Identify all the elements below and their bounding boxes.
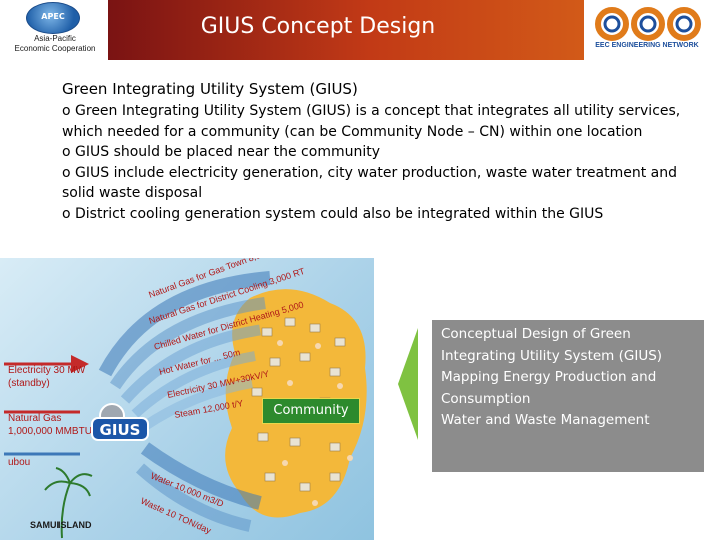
energy-flow-arcs	[98, 271, 271, 532]
apec-logo-text: APEC	[41, 12, 65, 21]
samui-island-logo: SAMUI ISLAND	[30, 467, 93, 539]
bullet-item: o District cooling generation system cou…	[62, 205, 604, 222]
apec-caption-line2: Economic Cooperation	[14, 44, 96, 53]
left-label: ubou	[8, 457, 30, 468]
apec-caption: Asia-Pacific Economic Cooperation	[2, 34, 108, 54]
content-section: Green Integrating Utility System (GIUS)	[62, 80, 702, 102]
left-labels: Electricity 30 MW (standby) Natural Gas …	[8, 365, 102, 468]
header-band	[108, 0, 584, 60]
eec-caption: EEC ENGINEERING NETWORK	[595, 42, 699, 49]
description-line: Mapping Energy Production and	[441, 369, 657, 386]
apec-globe-icon: APEC	[26, 2, 80, 34]
eec-rings-icon	[595, 7, 701, 41]
bullet-item: o GIUS should be placed near the communi…	[62, 144, 381, 161]
description-line: Conceptual Design of Green	[441, 326, 631, 342]
left-label: 1,000,000 MMBTU/Y	[8, 426, 102, 437]
eec-logo: EEC ENGINEERING NETWORK	[584, 0, 720, 60]
description-line: Water and Waste Management	[441, 412, 650, 429]
left-label: Electricity 30 MW	[8, 365, 86, 376]
apec-logo: APEC Asia-Pacific Economic Cooperation	[0, 0, 108, 60]
description-box	[432, 320, 704, 472]
left-label: (standby)	[8, 378, 50, 389]
input-arrows	[4, 355, 89, 456]
bullet-item: o Green Integrating Utility System (GIUS…	[62, 103, 681, 140]
samui-caption-line1: SAMUI	[30, 520, 59, 530]
left-label: Natural Gas	[8, 413, 61, 424]
bullet-list: o Green Integrating Utility System (GIUS…	[62, 101, 694, 225]
description-text: Conceptual Design of Green Integrating U…	[441, 324, 701, 432]
apec-caption-line1: Asia-Pacific	[34, 34, 76, 43]
left-arrow-icon	[398, 328, 418, 440]
gius-hub-label: GIUS	[100, 421, 141, 439]
section-title: Green Integrating Utility System (GIUS)	[62, 80, 358, 98]
description-line: Integrating Utility System (GIUS)	[441, 347, 663, 364]
samui-caption-line2: ISLAND	[58, 520, 92, 530]
bullet-item: o GIUS include electricity generation, c…	[62, 164, 678, 202]
header: APEC Asia-Pacific Economic Cooperation G…	[0, 0, 720, 62]
community-label: Community	[262, 398, 360, 424]
gius-hub: GIUS	[91, 403, 149, 441]
description-line: Consumption	[441, 390, 531, 407]
page-title: GIUS Concept Design	[200, 14, 436, 39]
